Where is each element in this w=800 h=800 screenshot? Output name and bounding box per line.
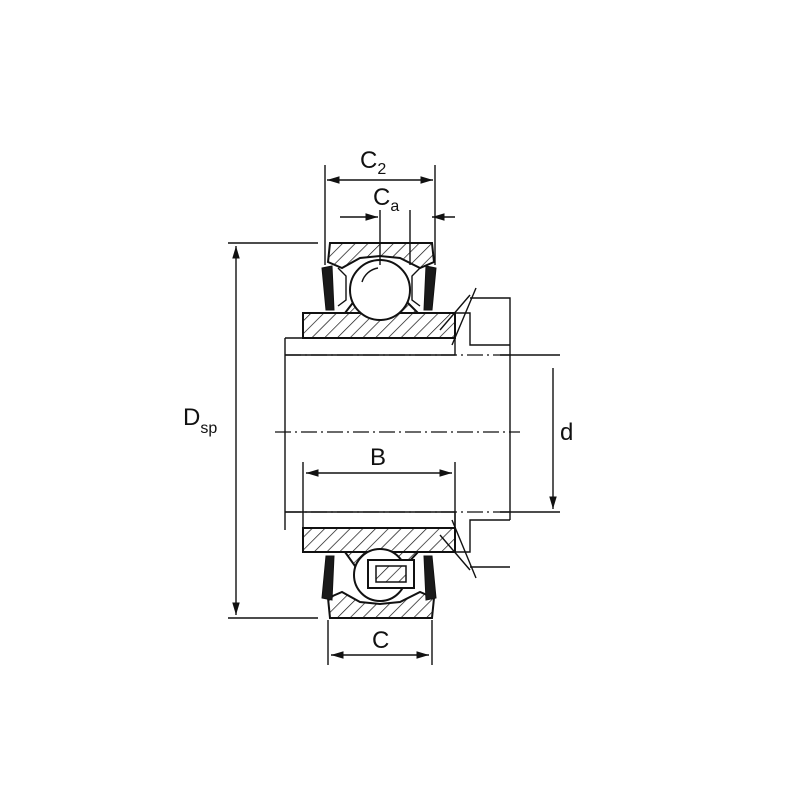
label-ca: Ca — [373, 184, 399, 215]
ball-upper — [349, 259, 411, 321]
bore-outline — [275, 338, 520, 530]
dimension-dsp: Dsp — [183, 242, 318, 619]
seal-left-lower — [321, 555, 335, 601]
seal-right-upper — [423, 265, 437, 311]
dimension-b: B — [302, 444, 456, 548]
label-d: d — [560, 419, 573, 446]
upper-bearing-section — [285, 242, 511, 520]
outer-ring-upper — [326, 242, 436, 270]
seal-right-lower — [423, 555, 437, 601]
outer-ring-lower — [326, 590, 436, 619]
dimension-ca: Ca — [340, 184, 455, 265]
label-dsp: Dsp — [183, 404, 217, 437]
label-c2: C2 — [360, 147, 386, 178]
label-c: C — [372, 627, 389, 654]
label-b: B — [370, 444, 386, 471]
seal-left-upper — [321, 265, 335, 311]
lower-bearing-section — [285, 511, 510, 619]
dimension-c2: C2 — [324, 147, 436, 265]
dimension-d: d — [500, 354, 573, 513]
dimension-c: C — [327, 620, 433, 665]
